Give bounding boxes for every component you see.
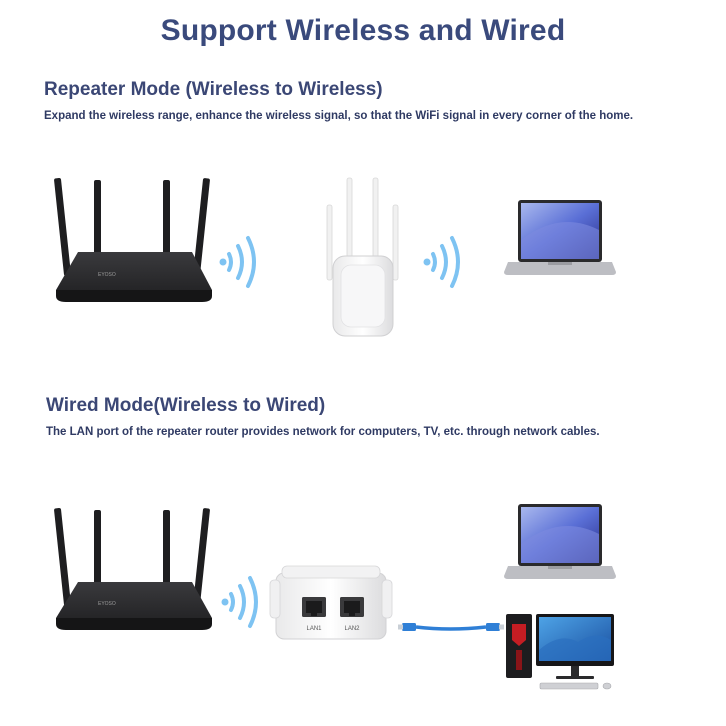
wifi-signal-icon — [221, 576, 258, 628]
repeater-lan-ports: LAN1 LAN2 — [269, 565, 393, 640]
laptop-icon — [504, 504, 616, 579]
wifi-signal-icon — [423, 236, 460, 288]
repeater-icon — [326, 177, 399, 337]
svg-text:EYOSO: EYOSO — [98, 272, 116, 278]
lan2-port — [340, 597, 364, 617]
repeater-mode-title: Repeater Mode (Wireless to Wireless) — [44, 79, 383, 100]
lan2-label: LAN2 — [344, 626, 360, 632]
router-icon: EYOSO — [54, 508, 212, 630]
wired-mode-title: Wired Mode(Wireless to Wired) — [46, 395, 326, 416]
ethernet-cable-icon — [398, 623, 504, 631]
page-title: Support Wireless and Wired — [160, 14, 566, 47]
svg-text:EYOSO: EYOSO — [98, 601, 116, 607]
desktop-pc-icon — [506, 614, 614, 690]
wired-mode-description: The LAN port of the repeater router prov… — [46, 426, 600, 438]
wifi-signal-icon — [219, 236, 256, 288]
lan1-label: LAN1 — [306, 626, 322, 632]
repeater-mode-description: Expand the wireless range, enhance the w… — [44, 110, 634, 122]
laptop-icon — [504, 200, 616, 275]
router-icon: EYOSO — [54, 178, 212, 302]
lan1-port — [302, 597, 326, 617]
